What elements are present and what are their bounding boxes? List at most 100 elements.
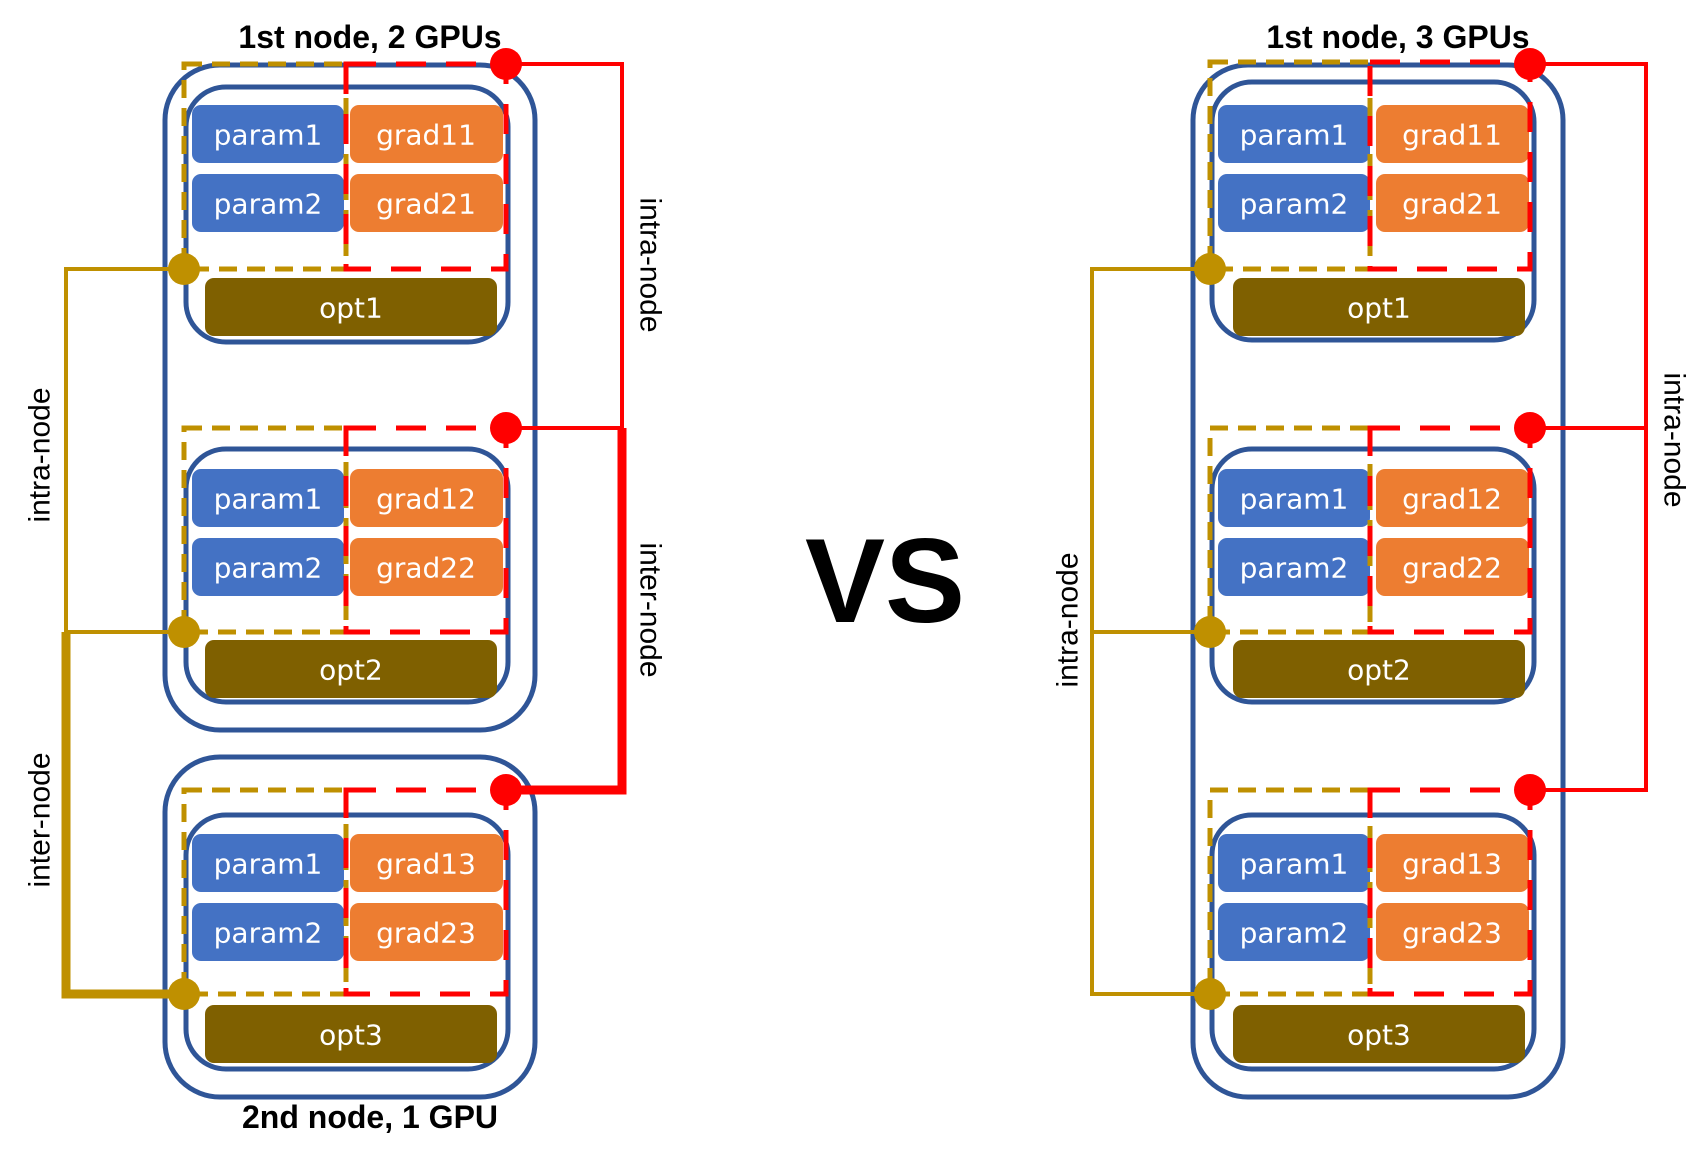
right-top-title: 1st node, 3 GPUs bbox=[1266, 19, 1529, 55]
grad-label: grad13 bbox=[376, 848, 476, 881]
param-label: param2 bbox=[1240, 552, 1349, 585]
grad-cell bbox=[1376, 174, 1529, 232]
param-label: param2 bbox=[1240, 188, 1349, 221]
param-label: param1 bbox=[1240, 483, 1349, 516]
param-link-junction bbox=[168, 616, 200, 648]
param-link-junction bbox=[1194, 253, 1226, 285]
param-label: param2 bbox=[1240, 917, 1349, 950]
gpu-1: param1 grad11 param2 grad21 opt1 bbox=[181, 61, 511, 345]
grad-cell bbox=[350, 469, 503, 527]
gpu-1: param1 grad11 param2 grad21 opt1 bbox=[1207, 59, 1537, 343]
grad-group-outline bbox=[343, 425, 509, 635]
optimizer-cell bbox=[1233, 640, 1525, 698]
param-cell bbox=[1218, 105, 1370, 163]
gpu-box bbox=[1209, 446, 1537, 705]
grad-cell bbox=[350, 834, 503, 892]
grad-intra-node-label: intra-node bbox=[1658, 372, 1691, 507]
param-inter-node-link bbox=[61, 632, 184, 999]
grad-label: grad22 bbox=[1402, 552, 1502, 585]
grad-cell bbox=[1376, 834, 1529, 892]
param-label: param2 bbox=[214, 552, 323, 585]
left-diagram: 1st node, 2 GPUs 2nd node, 1 GPU param1 … bbox=[24, 19, 667, 1135]
grad-link-junction bbox=[1514, 412, 1546, 444]
grad-cell bbox=[1376, 105, 1529, 163]
param-label: param1 bbox=[214, 119, 323, 152]
grad-link-junction bbox=[1514, 774, 1546, 806]
optimizer-cell bbox=[1233, 1005, 1525, 1063]
grad-label: grad22 bbox=[376, 552, 476, 585]
param-cell bbox=[192, 105, 344, 163]
grad-link-junction bbox=[490, 48, 522, 80]
grad-intra-node-link bbox=[506, 62, 624, 430]
param-cell bbox=[192, 469, 344, 527]
grad-group-outline bbox=[343, 61, 509, 272]
optimizer-cell bbox=[205, 640, 497, 698]
param-inter-node-label: inter-node bbox=[24, 752, 57, 887]
grad-cell bbox=[350, 174, 503, 232]
param-group-outline bbox=[1207, 59, 1373, 272]
optimizer-label: opt1 bbox=[319, 292, 383, 325]
param-link-junction bbox=[168, 978, 200, 1010]
gpu-3: param1 grad13 param2 grad23 opt3 bbox=[1207, 787, 1537, 1072]
left-top-title: 1st node, 2 GPUs bbox=[238, 19, 501, 55]
grad-cell bbox=[1376, 469, 1529, 527]
gpu-box bbox=[1209, 79, 1537, 343]
param-intra-node-link bbox=[64, 267, 184, 634]
gpu-2: param1 grad12 param2 grad22 opt2 bbox=[181, 425, 511, 705]
param-label: param1 bbox=[1240, 848, 1349, 881]
grad-label: grad21 bbox=[376, 188, 476, 221]
param-cell bbox=[192, 834, 344, 892]
param-cell bbox=[1218, 469, 1370, 527]
vs-label: VS bbox=[805, 514, 965, 648]
optimizer-cell bbox=[1233, 278, 1525, 336]
grad-label: grad11 bbox=[376, 119, 476, 152]
right-diagram: 1st node, 3 GPUs param1 grad11 param2 gr… bbox=[1052, 19, 1691, 1100]
param-cell bbox=[1218, 174, 1370, 232]
param-cell bbox=[192, 174, 344, 232]
param-label: param2 bbox=[214, 917, 323, 950]
optimizer-cell bbox=[205, 278, 497, 336]
gpu-3: param1 grad13 param2 grad23 opt3 bbox=[181, 787, 511, 1072]
param-link-junction bbox=[1194, 616, 1226, 648]
optimizer-label: opt1 bbox=[1347, 292, 1411, 325]
param-label: param1 bbox=[214, 483, 323, 516]
optimizer-label: opt3 bbox=[1347, 1019, 1411, 1052]
grad-label: grad11 bbox=[1402, 119, 1502, 152]
grad-group-outline bbox=[343, 787, 509, 997]
param-group-outline bbox=[181, 61, 349, 272]
grad-group-outline bbox=[1367, 425, 1533, 635]
node-1-container bbox=[1190, 62, 1566, 1100]
optimizer-cell bbox=[205, 1005, 497, 1063]
grad-label: grad21 bbox=[1402, 188, 1502, 221]
grad-cell bbox=[350, 903, 503, 961]
grad-inter-node-label: inter-node bbox=[634, 542, 667, 677]
optimizer-label: opt2 bbox=[319, 654, 383, 687]
param-link-junction bbox=[168, 253, 200, 285]
param-label: param1 bbox=[1240, 119, 1349, 152]
optimizer-label: opt2 bbox=[1347, 654, 1411, 687]
param-cell bbox=[192, 903, 344, 961]
grad-cell bbox=[350, 538, 503, 596]
grad-label: grad23 bbox=[1402, 917, 1502, 950]
grad-link-junction bbox=[1514, 48, 1546, 80]
param-label: param1 bbox=[214, 848, 323, 881]
param-intra-node-label: intra-node bbox=[1052, 552, 1085, 687]
grad-link-junction bbox=[490, 412, 522, 444]
param-cell bbox=[1218, 834, 1370, 892]
param-label: param2 bbox=[214, 188, 323, 221]
optimizer-label: opt3 bbox=[319, 1019, 383, 1052]
grad-group-outline bbox=[1367, 59, 1533, 272]
left-bottom-title: 2nd node, 1 GPU bbox=[242, 1099, 498, 1135]
grad-cell bbox=[1376, 903, 1529, 961]
param-intra-node-label: intra-node bbox=[24, 387, 57, 522]
node-2-container bbox=[162, 754, 538, 1100]
param-group-outline bbox=[1207, 425, 1373, 635]
grad-group-outline bbox=[1367, 787, 1533, 997]
param-cell bbox=[192, 538, 344, 596]
grad-label: grad23 bbox=[376, 917, 476, 950]
grad-inter-node-link bbox=[506, 428, 627, 795]
param-cell bbox=[1218, 903, 1370, 961]
param-link-junction bbox=[1194, 978, 1226, 1010]
param-cell bbox=[1218, 538, 1370, 596]
